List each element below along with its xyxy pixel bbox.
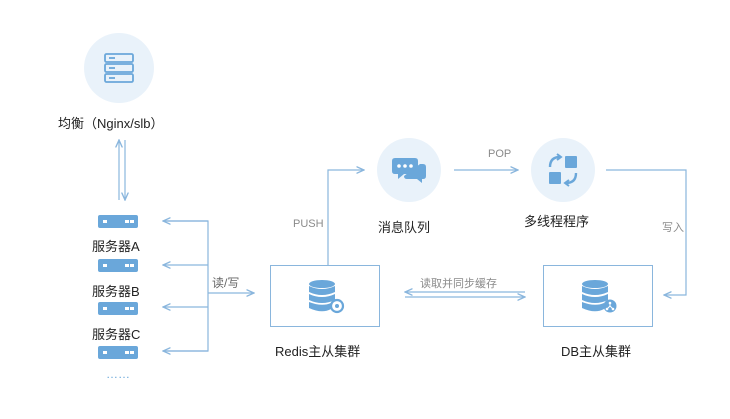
chat-bubbles-icon bbox=[392, 158, 426, 183]
multithread-node bbox=[531, 138, 595, 202]
database-gear-icon bbox=[309, 280, 345, 314]
redis-cluster-label: Redis主从集群 bbox=[275, 344, 361, 359]
server-rack-icon bbox=[98, 259, 138, 272]
write-arrow bbox=[606, 169, 687, 295]
read-write-label: 读/写 bbox=[212, 276, 240, 290]
server-c-label: 服务器C bbox=[92, 327, 141, 342]
server-rack-icon bbox=[98, 346, 138, 359]
push-label: PUSH bbox=[293, 218, 324, 230]
write-label: 写入 bbox=[662, 222, 684, 234]
multithread-label: 多线程程序 bbox=[524, 214, 590, 229]
read-sync-cache-label: 读取并同步缓存 bbox=[420, 278, 497, 290]
load-balancer-label: 均衡（Nginx/slb） bbox=[58, 116, 164, 131]
server-more-label: …… bbox=[106, 367, 130, 381]
server-rack-icon bbox=[98, 302, 138, 315]
push-arrow bbox=[327, 170, 364, 266]
message-queue-node bbox=[377, 138, 441, 202]
message-queue-label: 消息队列 bbox=[378, 220, 431, 235]
read-write-bus bbox=[165, 220, 209, 352]
db-cluster-label: DB主从集群 bbox=[561, 344, 632, 359]
db-cluster-node bbox=[543, 265, 653, 327]
pop-label: POP bbox=[488, 148, 512, 160]
server-b-label: 服务器B bbox=[92, 284, 140, 299]
sync-blocks-icon bbox=[548, 153, 578, 187]
redis-cluster-node bbox=[270, 265, 380, 327]
server-rack-icon bbox=[98, 215, 138, 228]
database-network-icon bbox=[582, 280, 617, 313]
load-balancer-node bbox=[84, 33, 154, 103]
server-a-label: 服务器A bbox=[92, 239, 140, 254]
server-stack-icon bbox=[104, 53, 134, 83]
